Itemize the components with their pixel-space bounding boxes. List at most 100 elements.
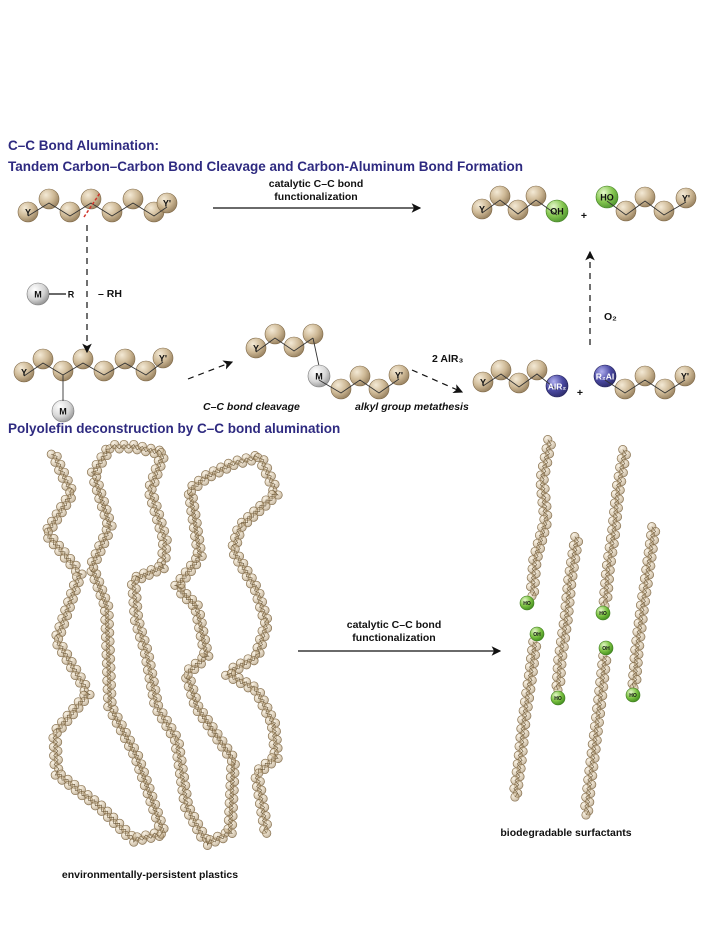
surfactant-chain: HO	[550, 532, 584, 706]
bond-line	[481, 199, 558, 216]
step-cleavage-label: C–C bond cleavage	[203, 401, 300, 413]
dashed-arrow-metathesis	[411, 369, 464, 394]
carbon-bead	[152, 347, 174, 369]
carbon-bead	[675, 187, 697, 209]
bond-line	[23, 361, 164, 377]
bond-line	[631, 526, 657, 689]
title-line-2: Tandem Carbon–Carbon Bond Cleavage and C…	[8, 159, 523, 174]
title-line-1: C–C Bond Alumination:	[8, 138, 159, 153]
carbon-bead	[490, 359, 512, 381]
carbon-bead	[634, 186, 656, 208]
carbon-bead	[615, 200, 637, 222]
bead-label: Y'	[681, 372, 689, 382]
carbon-bead	[302, 323, 324, 345]
carbon-bead	[368, 378, 390, 400]
surfactants-caption: biodegradable surfactants	[500, 827, 631, 839]
bead-label: Y'	[163, 199, 171, 209]
carbon-bead	[156, 192, 178, 214]
arrow-top-label-1: catalytic C–C bond	[269, 178, 364, 190]
hydroxyl-bead	[595, 185, 619, 209]
bead-label: HO	[600, 193, 614, 203]
bead-label: AlR₂	[548, 382, 567, 392]
bead-label: M	[59, 407, 67, 417]
carbon-bead	[472, 371, 494, 393]
bead-label: Y	[480, 378, 486, 388]
carbon-bead	[114, 348, 136, 370]
carbon-bead	[349, 365, 371, 387]
step-metathesis-label: alkyl group metathesis	[355, 401, 469, 413]
metal-reagent: M R	[26, 282, 75, 306]
hydroxyl-bead	[625, 687, 641, 703]
carbon-bead	[508, 372, 530, 394]
surfactant-chains: HO OH HO HO OH HO	[509, 435, 661, 820]
hydroxyl-label: HO	[629, 693, 637, 699]
bead-label: Y	[25, 208, 31, 218]
aluminum-bead	[545, 374, 569, 398]
r-group-label: R	[68, 290, 75, 300]
carbon-bead	[101, 201, 123, 223]
hydroxyl-label: OH	[602, 646, 610, 652]
surfactant-chain: HO	[519, 435, 556, 611]
bond-line	[604, 379, 686, 394]
carbon-bead	[135, 360, 157, 382]
bond-line	[602, 449, 627, 607]
hydroxyl-bead	[545, 199, 569, 223]
alkene-fragment: Y	[245, 323, 324, 367]
carbon-bead	[674, 365, 696, 387]
metal-bond	[312, 337, 320, 367]
plastics-caption: environmentally-persistent plastics	[62, 869, 238, 881]
aluminum-reagent-label: 2 AlR₃	[432, 353, 463, 365]
hydroxyl-bead	[519, 595, 535, 611]
hydroxyl-label: OH	[533, 632, 541, 638]
carbon-bead	[72, 348, 94, 370]
alkylaluminum-left: Y AlR₂	[472, 359, 569, 398]
carbon-bead	[525, 185, 547, 207]
arrow-bottom-label-2: functionalization	[352, 632, 435, 644]
bond-line	[255, 337, 314, 353]
carbon-bead	[13, 361, 35, 383]
section-title: Polyolefin deconstruction by C–C bond al…	[8, 421, 340, 436]
bond-line	[513, 641, 538, 798]
metalated-chain: Y Y' M	[13, 347, 174, 423]
surfactant-chain: HO	[625, 522, 661, 703]
carbon-bead	[17, 201, 39, 223]
bead-label: Y	[479, 205, 485, 215]
bead-label: Y'	[159, 354, 167, 364]
carbon-bead	[245, 337, 267, 359]
surfactant-chain: OH	[580, 640, 614, 820]
product-alcohol-left: Y OH	[471, 185, 569, 223]
carbon-bead	[653, 200, 675, 222]
bead-label: OH	[550, 207, 564, 217]
hydroxyl-bead	[550, 690, 566, 706]
carbon-bead	[489, 185, 511, 207]
bond-line	[46, 444, 279, 846]
carbon-bead	[471, 198, 493, 220]
bond-line	[606, 200, 687, 216]
bond-line	[318, 378, 400, 394]
carbon-bead	[32, 348, 54, 370]
bond-line	[27, 202, 168, 217]
carbon-bead	[330, 378, 352, 400]
byproduct-label: – RH	[98, 288, 122, 300]
hydroxyl-label: HO	[523, 601, 531, 607]
metal-bead	[307, 364, 331, 388]
hydroxyl-bead	[598, 640, 614, 656]
plus-sign-top: +	[581, 210, 587, 222]
hydroxyl-label: HO	[599, 611, 607, 617]
carbon-bead	[80, 188, 102, 210]
carbon-bead	[122, 188, 144, 210]
carbon-bead	[283, 336, 305, 358]
bead-label: M	[315, 372, 323, 382]
plus-sign-bottom: +	[577, 387, 583, 399]
bead-label: Y	[21, 368, 27, 378]
carbon-bead	[264, 323, 286, 345]
carbon-bead	[507, 199, 529, 221]
metal-label: M	[34, 290, 42, 300]
hydroxyl-bead	[529, 626, 545, 642]
bond-line	[530, 439, 552, 597]
